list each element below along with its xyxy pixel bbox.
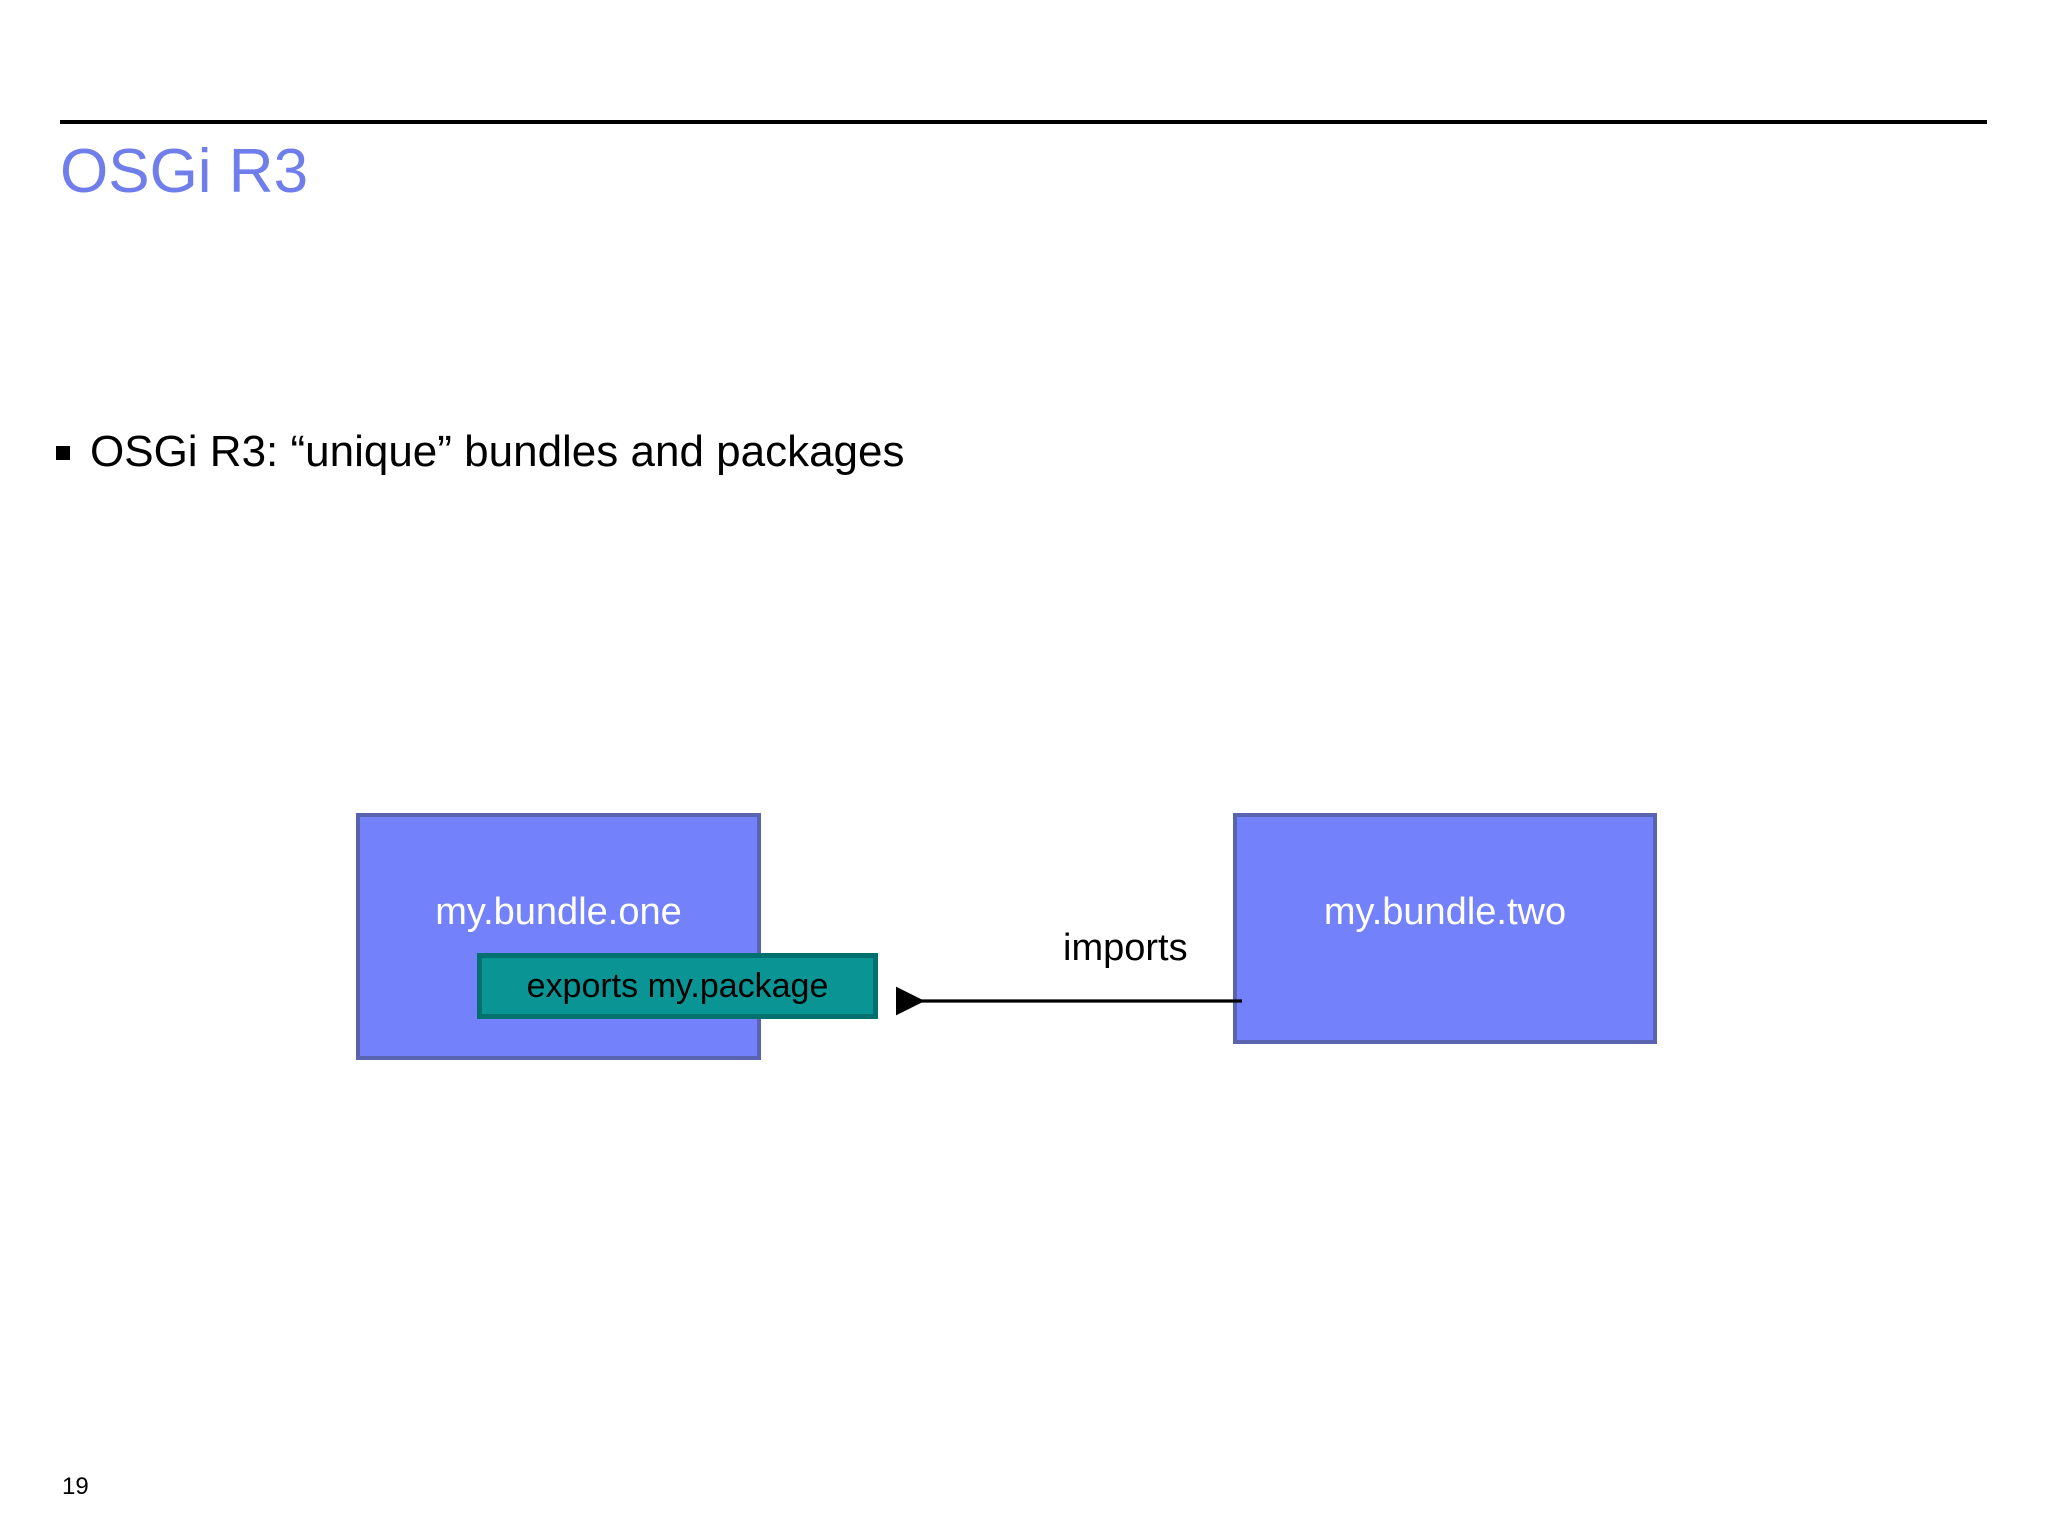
bundle-box-two: my.bundle.two <box>1233 813 1657 1044</box>
square-bullet-icon <box>56 446 72 460</box>
imports-edge-label: imports <box>1063 927 1188 969</box>
bullet-text: OSGi R3: “unique” bundles and packages <box>90 427 905 476</box>
title-divider-rule <box>60 120 1987 124</box>
page-title: OSGi R3 <box>60 137 309 206</box>
imports-arrow-icon <box>896 986 1242 1016</box>
exported-package-label: exports my.package <box>526 967 829 1005</box>
bundle-one-label: my.bundle.one <box>435 891 682 933</box>
list-item: OSGi R3: “unique” bundles and packages <box>56 424 1756 480</box>
bundle-two-label: my.bundle.two <box>1323 891 1567 933</box>
page-number: 19 <box>62 1473 89 1500</box>
bullet-list: OSGi R3: “unique” bundles and packages <box>56 424 1756 494</box>
bundle-box-one: my.bundle.one <box>356 813 761 1060</box>
exported-package-box: exports my.package <box>477 953 878 1019</box>
